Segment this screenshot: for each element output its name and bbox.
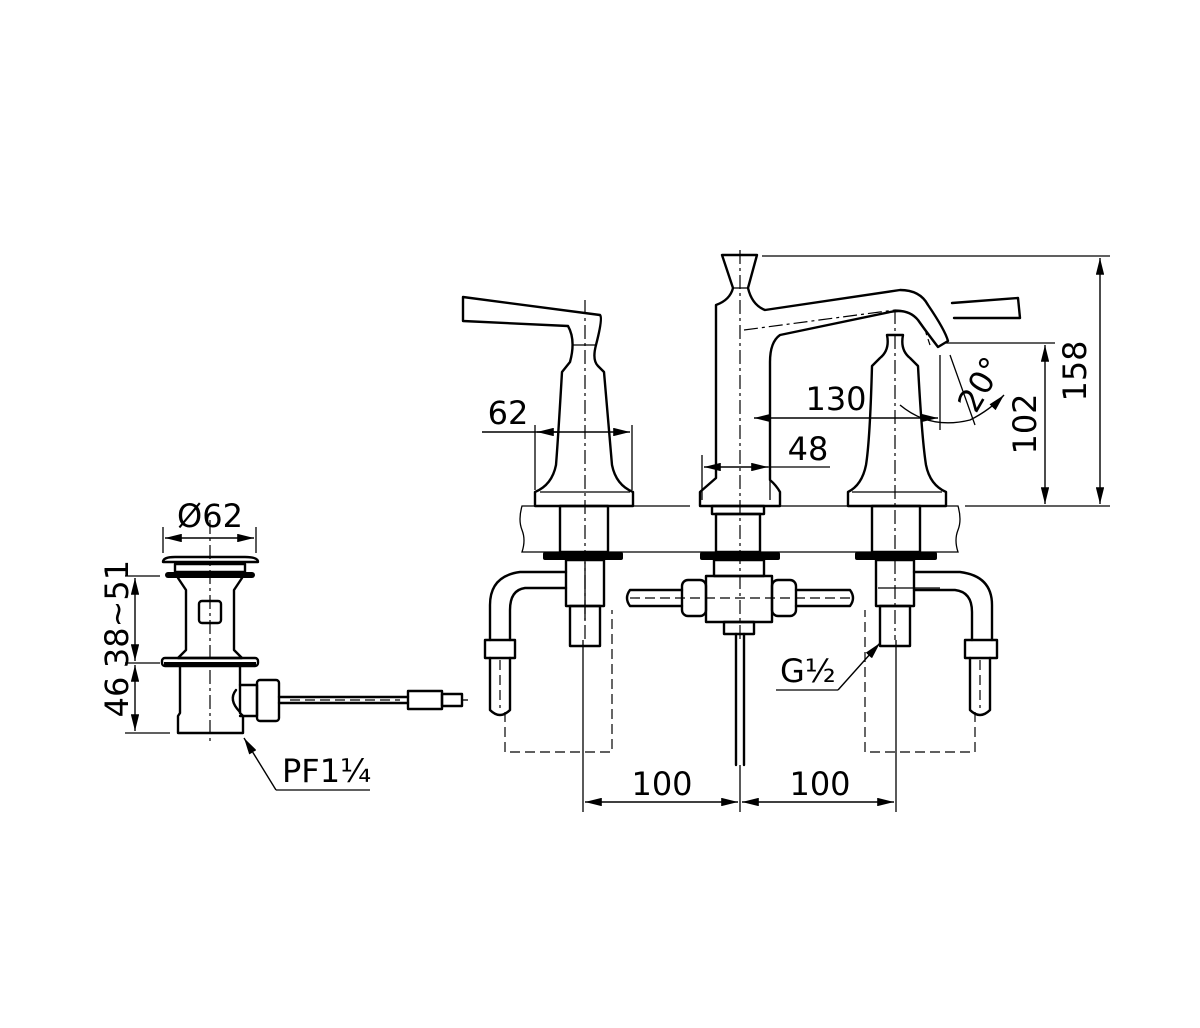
right-handle [846,296,1022,640]
spout-reach-label: 130 [805,380,866,418]
faucet [461,250,1022,767]
drain-lower-height-label: 46 [98,677,136,718]
overall-height-label: 158 [1056,340,1094,401]
right-supply [864,558,999,753]
drain-thread-label: PF1¼ [282,752,371,790]
spout-base-label: 48 [788,430,829,468]
drain-height-range-label: 38~51 [98,560,136,668]
pop-up-drain [160,520,468,745]
left-supply [483,558,613,753]
left-handle [461,295,635,640]
drain-diameter-label: Ø62 [177,497,243,535]
right-spacing-label: 100 [789,765,850,803]
handle-width-label: 62 [488,394,529,432]
drain-dimensions: Ø62 38~51 46 PF1¼ [98,497,371,791]
faucet-dimensions: 62 130 20° 48 102 158 G½ 100 100 [482,255,1110,812]
spout-angle-label: 20° [950,350,1011,418]
mixer-body [625,558,855,767]
spout-outlet-height-label: 102 [1006,393,1044,454]
supply-thread-label: G½ [780,652,836,690]
left-spacing-label: 100 [631,765,692,803]
